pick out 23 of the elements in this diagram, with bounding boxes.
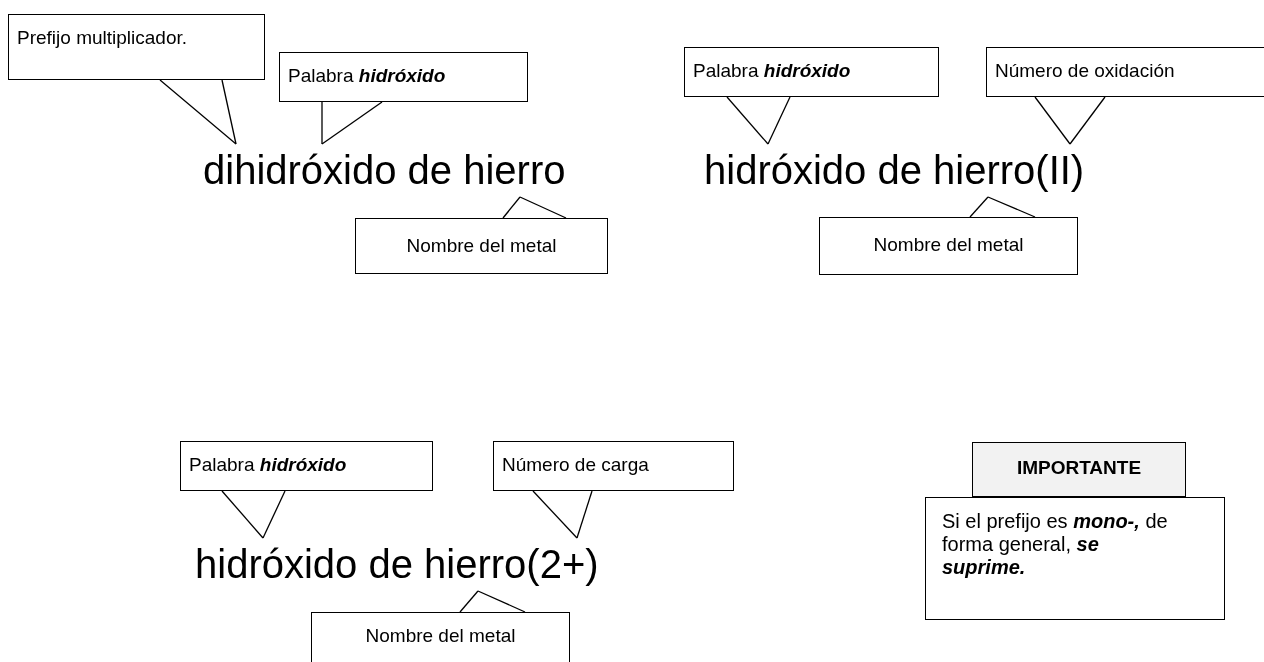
compound-name: dihidróxido de hierro: [203, 144, 566, 197]
callout-box: Nombre del metal: [311, 612, 570, 662]
callout-box: Prefijo multiplicador.: [8, 14, 265, 80]
leader-line: [502, 196, 521, 219]
leader-line: [159, 79, 237, 145]
compound-name: hidróxido de hierro(II): [704, 144, 1085, 197]
compound-name: hidróxido de hierro(2+): [195, 538, 599, 591]
leader-line: [726, 96, 769, 145]
callout-box: Número de oxidación: [986, 47, 1264, 97]
note-box: Si el prefijo es mono-, de forma general, se suprime.: [925, 497, 1225, 620]
heading-label: IMPORTANTE: [972, 442, 1186, 497]
callout-box: Nombre del metal: [819, 217, 1078, 275]
leader-line: [221, 490, 264, 539]
callout-box: Nombre del metal: [355, 218, 608, 274]
callout-box: Palabra hidróxido: [684, 47, 939, 97]
leader-line: [1034, 96, 1071, 145]
leader-line: [459, 590, 479, 613]
leader-line: [969, 196, 989, 218]
callout-box: Palabra hidróxido: [180, 441, 433, 491]
leader-line: [532, 490, 578, 539]
leader-line: [321, 101, 323, 145]
callout-box: Palabra hidróxido: [279, 52, 528, 102]
callout-box: Número de carga: [493, 441, 734, 491]
